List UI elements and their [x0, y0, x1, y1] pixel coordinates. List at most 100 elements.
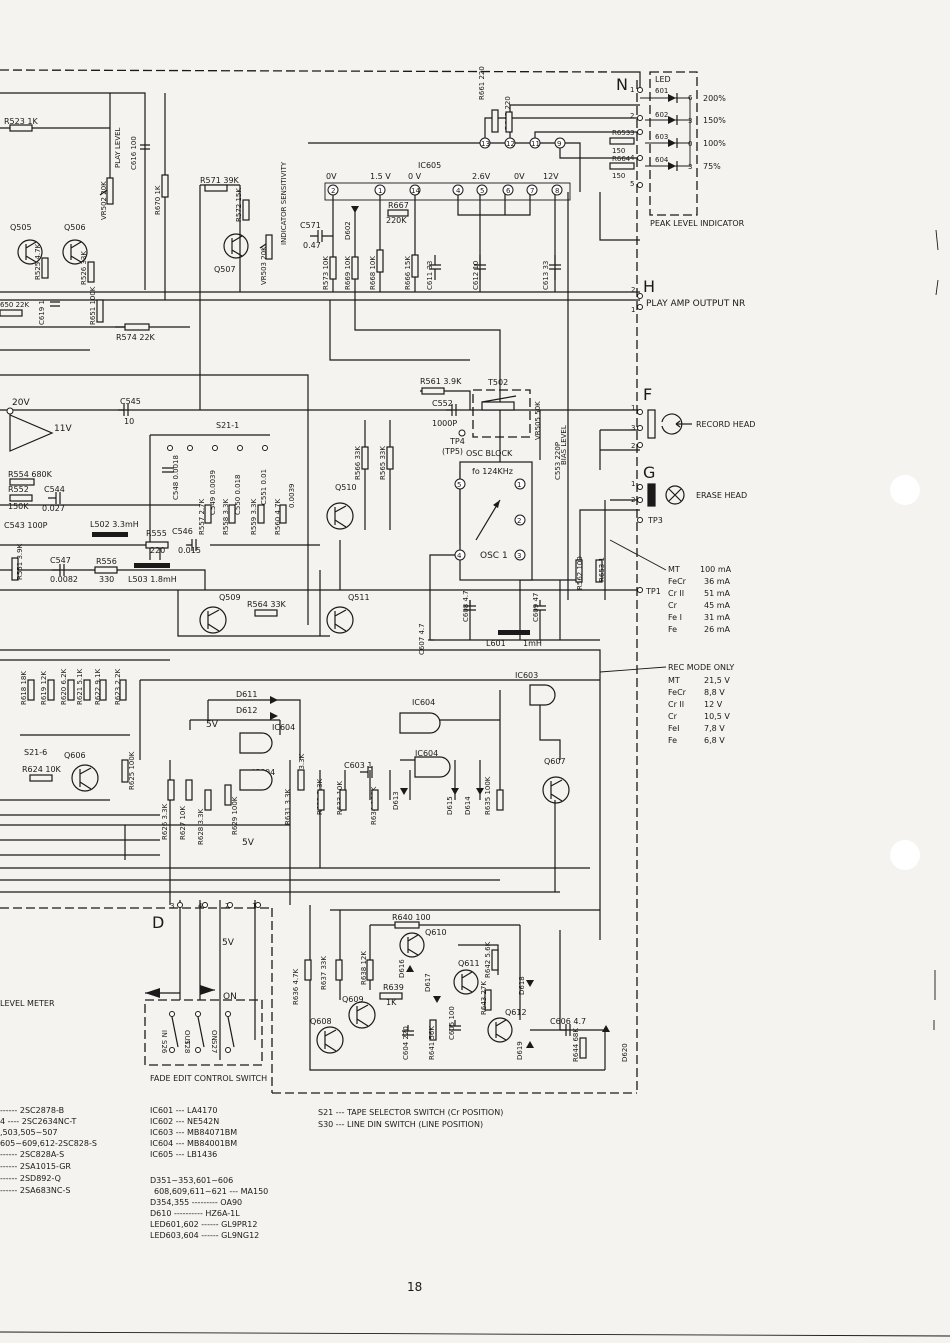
svg-text:13: 13 [481, 140, 490, 148]
svg-text:D351~353,601~606: D351~353,601~606 [150, 1176, 233, 1185]
svg-text:IC604: IC604 [272, 723, 295, 732]
svg-text:C544: C544 [44, 485, 65, 494]
svg-text:11V: 11V [54, 424, 72, 434]
svg-text:150: 150 [612, 147, 625, 155]
svg-text:Q607: Q607 [544, 757, 566, 766]
svg-text:R669 10K: R669 10K [344, 256, 352, 290]
fade-edit-title: FADE EDIT CONTROL SWITCH [150, 1074, 267, 1083]
svg-text:PLAY LEVEL: PLAY LEVEL [114, 127, 122, 168]
svg-text:R624 10K: R624 10K [22, 765, 62, 774]
svg-text:R631 3.3K: R631 3.3K [284, 788, 292, 825]
svg-text:220K: 220K [386, 216, 407, 225]
svg-text:14: 14 [411, 187, 420, 195]
led-601: 601 6 200% [640, 87, 726, 103]
svg-text:7,8 V: 7,8 V [704, 724, 725, 733]
svg-text:IC603: IC603 [515, 671, 538, 680]
svg-text:C553 220P: C553 220P [554, 442, 562, 480]
svg-text:0.015: 0.015 [178, 546, 201, 555]
svg-text:R668 10K: R668 10K [369, 256, 377, 290]
svg-text:R571 39K: R571 39K [200, 176, 240, 185]
svg-text:51 mA: 51 mA [704, 589, 731, 598]
svg-text:3: 3 [688, 163, 692, 171]
svg-text:C545: C545 [120, 397, 141, 406]
svg-text:IC604: IC604 [412, 698, 435, 707]
svg-text:(TP5): (TP5) [442, 447, 463, 456]
svg-text:D617: D617 [424, 973, 432, 992]
svg-text:3: 3 [170, 902, 174, 910]
svg-text:LED601,602 ------ GL9PR12: LED601,602 ------ GL9PR12 [150, 1220, 257, 1229]
svg-text:fo 124KHz: fo 124KHz [472, 467, 513, 476]
svg-text:C613 33: C613 33 [542, 261, 550, 290]
switch-notes: S21 --- TAPE SELECTOR SWITCH (Cr POSITIO… [318, 1108, 503, 1129]
svg-text:R565 33K: R565 33K [379, 446, 387, 480]
svg-text:2.6V: 2.6V [472, 172, 491, 181]
oscillator-block: R561 3.9K C552 1000P T502 TP4 (TP5) VR50… [418, 377, 606, 655]
svg-text:T502: T502 [487, 378, 508, 387]
svg-text:Q606: Q606 [64, 751, 86, 760]
svg-text:FeCr: FeCr [668, 688, 687, 697]
svg-text:R554 680K: R554 680K [8, 470, 53, 479]
tape-selector-s21-1: S21-1 C548 0.0018 C549 0.0039 C550 0.018… [162, 421, 296, 535]
svg-text:R635 100K: R635 100K [484, 776, 492, 815]
svg-text:OSC BLOCK: OSC BLOCK [466, 449, 513, 458]
svg-text:TP4: TP4 [449, 437, 465, 446]
svg-text:D620: D620 [621, 1043, 629, 1062]
svg-text:602: 602 [655, 111, 668, 119]
svg-text:R560 4.7K: R560 4.7K [274, 498, 282, 535]
svg-text:R642 5.6K: R642 5.6K [484, 941, 492, 978]
svg-text:8,8 V: 8,8 V [704, 688, 725, 697]
svg-text:1: 1 [378, 187, 382, 195]
svg-text:R643 27K: R643 27K [480, 981, 488, 1015]
svg-text:R653: R653 [612, 129, 630, 137]
svg-text:R620 6.2K: R620 6.2K [60, 668, 68, 705]
svg-text:5: 5 [457, 481, 461, 489]
svg-text:R552: R552 [8, 485, 29, 494]
svg-text:0.47: 0.47 [303, 241, 321, 250]
diode-list: D351~353,601~606 608,609,611~621 --- MA1… [150, 1176, 268, 1240]
svg-text:9: 9 [557, 140, 561, 148]
svg-text:D619: D619 [516, 1041, 524, 1060]
svg-text:2: 2 [631, 496, 635, 504]
svg-text:Cr II: Cr II [668, 589, 684, 598]
bias-transistors: Q510 Q511 Q509 R564 33K R566 33K R565 33… [199, 446, 394, 634]
svg-text:C552: C552 [432, 399, 453, 408]
svg-text:601: 601 [655, 87, 668, 95]
svg-text:------ 2SC2878-B: ------ 2SC2878-B [0, 1106, 64, 1115]
svg-text:R666 15K: R666 15K [404, 256, 412, 290]
svg-text:R623 2.2K: R623 2.2K [114, 668, 122, 705]
svg-text:C612 10: C612 10 [472, 261, 480, 290]
svg-text:R651 100K: R651 100K [89, 286, 97, 325]
svg-text:R564 33K: R564 33K [247, 600, 287, 609]
svg-text:0.0082: 0.0082 [50, 575, 78, 584]
svg-text:C619 1: C619 1 [38, 300, 46, 325]
svg-text:2: 2 [630, 112, 634, 120]
svg-text:N: N [616, 75, 628, 94]
svg-text:S30 --- LINE DIN SWITCH (LINE: S30 --- LINE DIN SWITCH (LINE POSITION) [318, 1120, 483, 1129]
svg-text:D611: D611 [236, 690, 257, 699]
erase-head-symbol [665, 485, 685, 505]
svg-text:26 mA: 26 mA [704, 625, 731, 634]
wiring [0, 71, 641, 1071]
svg-text:6,8 V: 6,8 V [704, 736, 725, 745]
svg-text:Fe: Fe [668, 736, 677, 745]
svg-text:2: 2 [631, 442, 635, 450]
svg-text:ON: ON [223, 992, 237, 1002]
svg-text:Q612: Q612 [505, 1008, 527, 1017]
svg-text:ON: ON [210, 1030, 218, 1041]
svg-text:C604 220: C604 220 [402, 1026, 410, 1060]
led-604: 604 3 75% [645, 156, 721, 171]
svg-text:R523 1K: R523 1K [4, 117, 38, 126]
svg-text:R557 2.7K: R557 2.7K [198, 498, 206, 535]
svg-text:45 mA: 45 mA [704, 601, 731, 610]
svg-text:5: 5 [630, 180, 634, 188]
s21-6-resistor-ladder: R618 18K R619 12K R620 6.2K R621 5.1K R6… [20, 668, 136, 792]
svg-text:FeI: FeI [668, 724, 679, 733]
svg-text:MT: MT [668, 565, 680, 574]
svg-text:Q611: Q611 [458, 959, 480, 968]
svg-text:5: 5 [480, 187, 484, 195]
svg-text:R653 1: R653 1 [598, 557, 606, 582]
svg-text:4 ---- 2SC2634NC-T: 4 ---- 2SC2634NC-T [0, 1117, 77, 1126]
